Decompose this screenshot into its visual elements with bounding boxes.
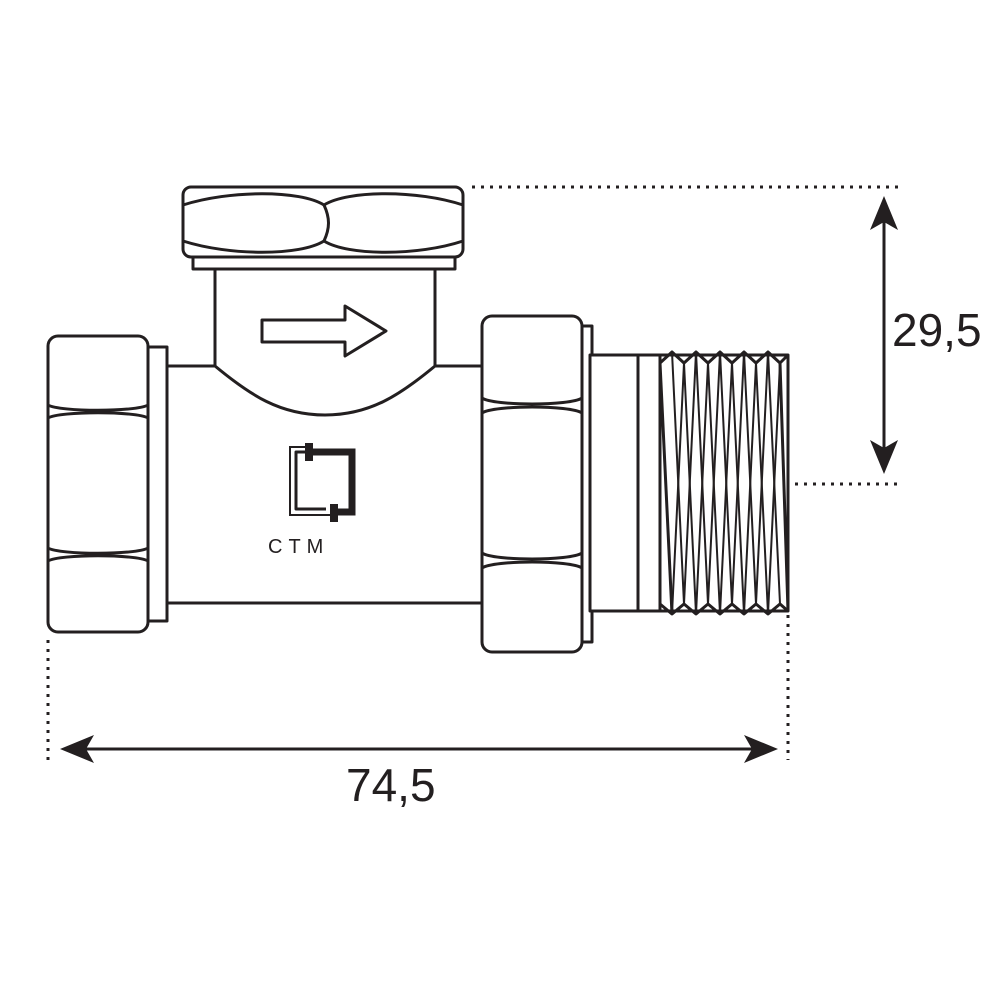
arrow-up-icon: [870, 196, 898, 230]
valve-body: CTM: [163, 185, 487, 605]
arrow-down-icon: [870, 440, 898, 474]
ctm-logo-icon: [289, 443, 356, 522]
right-union-nut: [480, 314, 594, 654]
right-nut: [480, 314, 584, 654]
threaded-tailpiece: [588, 350, 790, 616]
brand-logo-text: CTM: [268, 536, 329, 558]
cap-nut: [181, 185, 465, 259]
height-dimension: 29,5: [472, 185, 982, 486]
arrow-right-icon: [744, 735, 778, 763]
flow-arrow-icon: [260, 304, 388, 358]
left-nut: [46, 334, 150, 634]
left-hex-nut: [46, 334, 169, 634]
length-dimension: 74,5: [46, 615, 790, 811]
tail-shoulder: [588, 353, 640, 613]
length-dimension-label: 74,5: [346, 759, 436, 811]
arrow-left-icon: [60, 735, 94, 763]
height-dimension-label: 29,5: [892, 304, 982, 356]
